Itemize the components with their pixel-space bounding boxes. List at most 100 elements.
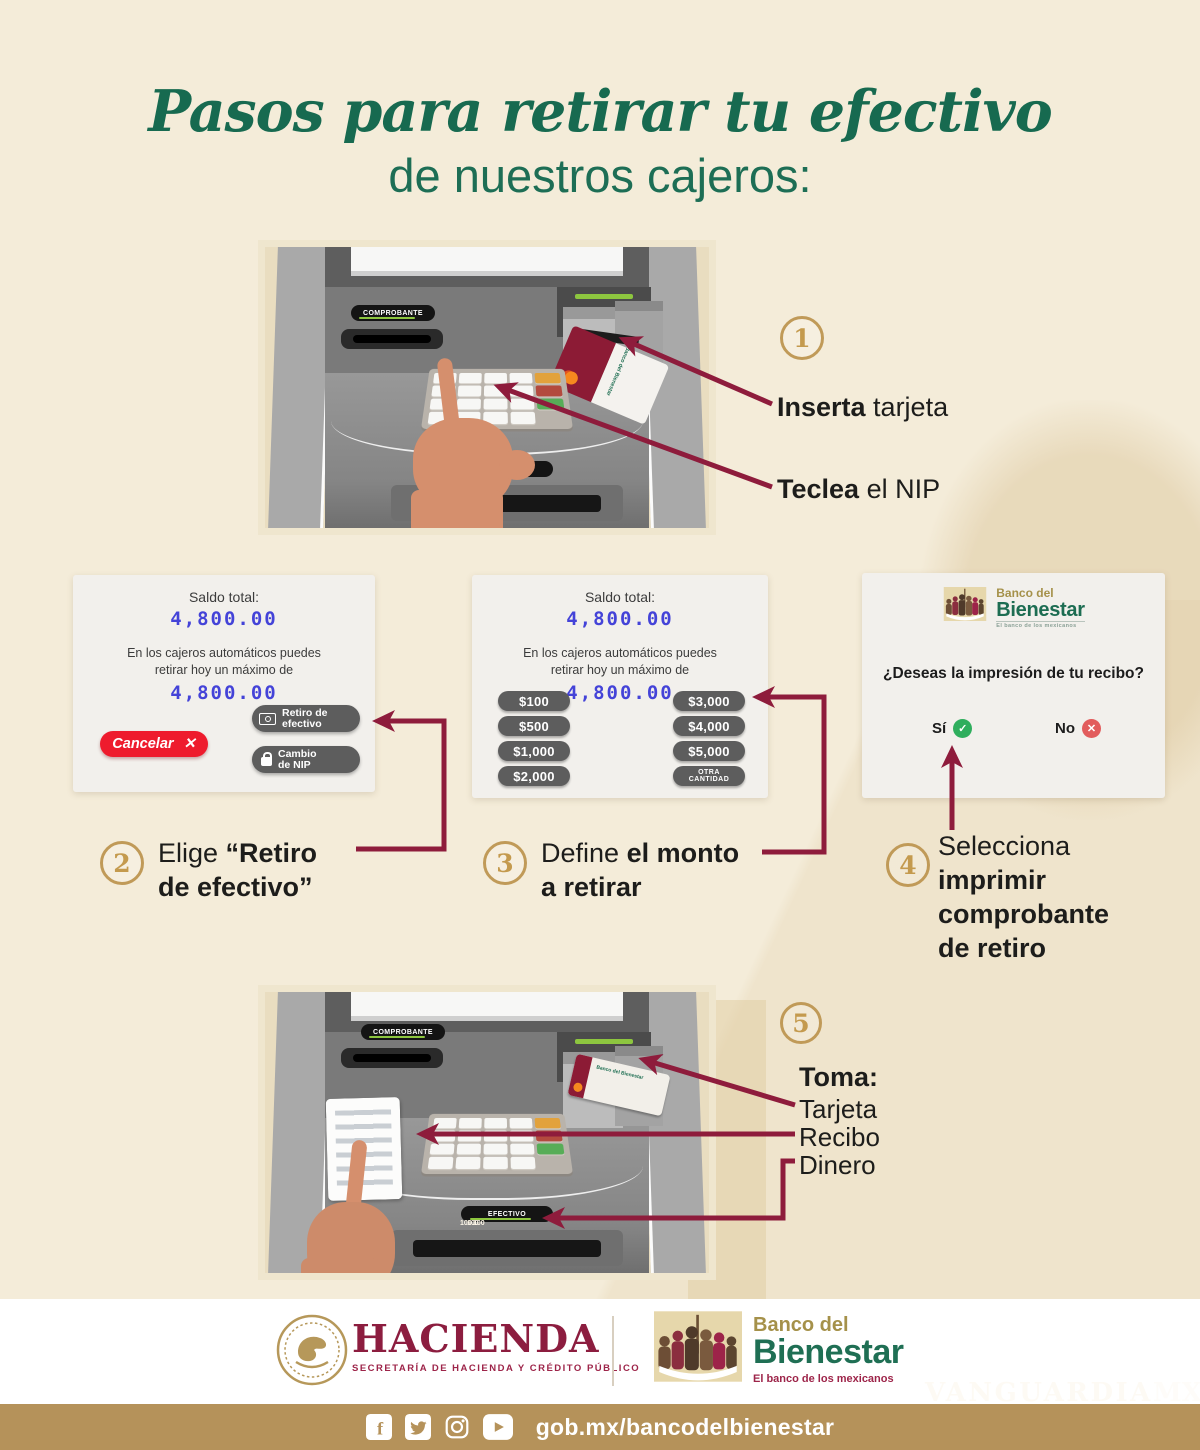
footer-band <box>0 1299 1200 1404</box>
logo-bienestar: Bienestar <box>996 599 1085 621</box>
youtube-icon[interactable] <box>482 1414 513 1440</box>
logo-banco-del: Banco del <box>996 586 1054 600</box>
footer-divider <box>612 1316 614 1386</box>
social-bar <box>0 1404 1200 1450</box>
saldo-value: 4,800.00 <box>566 608 674 630</box>
otra-cantidad-button[interactable]: OTRA CANTIDAD <box>673 766 745 786</box>
cancel-x-icon: ✕ <box>183 736 196 752</box>
step-4-number: 4 <box>886 843 930 887</box>
twitter-icon[interactable] <box>404 1414 431 1440</box>
step-5-item-recibo: Recibo <box>799 1122 880 1152</box>
cash-icon <box>259 712 276 725</box>
receipt-slot <box>341 329 443 349</box>
website-url[interactable]: gob.mx/bancodelbienestar <box>535 1413 835 1440</box>
step-5-number: 5 <box>780 1002 822 1044</box>
comprobante-label: COMPROBANTE <box>361 1024 445 1040</box>
amount-100-button[interactable]: $100 <box>498 691 570 711</box>
atm-keypad <box>421 1113 573 1174</box>
step-2-number: 2 <box>100 841 144 885</box>
saldo-value: 4,800.00 <box>170 608 278 630</box>
max-value: 4,800.00 <box>566 682 674 704</box>
amount-3000-button[interactable]: $3,000 <box>673 691 745 711</box>
hacienda-name: HACIENDA <box>352 1316 600 1361</box>
atm-illustration-top: COMPROBANTE Banco del Bienestar EFECTIVO <box>258 240 716 535</box>
amount-2000-button[interactable]: $2,000 <box>498 766 570 786</box>
atm-shelf-curve <box>331 1102 643 1200</box>
max-text-line2: retirar hoy un máximo de <box>550 663 690 677</box>
svg-text:f: f <box>377 1419 384 1439</box>
bienestar-name: Bienestar <box>753 1333 904 1371</box>
step-1-label-teclea: Teclea el NIP <box>777 474 941 504</box>
step-5-item-dinero: Dinero <box>799 1150 876 1180</box>
atm-screen-menu: Saldo total: 4,800.00 En los cajeros aut… <box>73 575 375 792</box>
page-subtitle: de nuestros cajeros: <box>388 149 812 202</box>
amount-4000-button[interactable]: $4,000 <box>673 716 745 736</box>
bienestar-mural-image <box>654 1310 742 1383</box>
atm-screen-amounts: Saldo total: 4,800.00 En los cajeros aut… <box>472 575 768 798</box>
instagram-icon[interactable] <box>444 1414 470 1440</box>
hand-pressing-keypad <box>405 352 545 528</box>
comprobante-text: COMPROBANTE <box>362 309 423 317</box>
card-reader-led <box>575 1039 633 1044</box>
keypad-green-key <box>536 1143 565 1155</box>
step-1-label-inserta: Inserta tarjeta <box>777 392 949 422</box>
step-5-title: Toma: <box>799 1062 878 1092</box>
keypad-red-key <box>535 1130 563 1142</box>
hacienda-logo: HACIENDA SECRETARÍA DE HACIENDA Y CRÉDIT… <box>352 1316 641 1375</box>
bienestar-mural-image <box>942 587 988 621</box>
lock-icon <box>261 752 272 766</box>
atm-illustration-bottom: COMPROBANTE Banco del Bienestar EFECTIVO… <box>258 985 716 1280</box>
atm-screen <box>351 992 623 1021</box>
no-label: No <box>1055 720 1075 737</box>
receipt-question: ¿Deseas la impresión de tu recibo? <box>883 665 1144 682</box>
option-yes[interactable]: Sí <box>932 719 973 738</box>
card-reader-led <box>575 294 633 299</box>
check-icon <box>953 719 973 738</box>
cancelar-label: Cancelar <box>112 736 174 752</box>
step-3-number: 3 <box>483 841 527 885</box>
cancelar-button[interactable]: Cancelar ✕ <box>100 731 208 757</box>
balance-block: Saldo total: 4,800.00 En los cajeros aut… <box>73 589 375 704</box>
hacienda-seal <box>276 1314 348 1386</box>
max-text-line1: En los cajeros automáticos puedes <box>127 646 321 660</box>
step-5-item-tarjeta: Tarjeta <box>799 1094 878 1124</box>
social-bar-content: f gob.mx/bancodelbienestar <box>0 1404 1200 1450</box>
facebook-icon[interactable]: f <box>365 1414 392 1440</box>
comprobante-text: COMPROBANTE <box>372 1028 433 1036</box>
step-1-number: 1 <box>780 316 824 360</box>
amount-1000-button[interactable]: $1,000 <box>498 741 570 761</box>
atm-side-left <box>268 247 333 528</box>
vanguardia-watermark: VANGUARDIAMX <box>925 1378 1200 1408</box>
saldo-label: Saldo total: <box>584 589 656 605</box>
amount-500-button[interactable]: $500 <box>498 716 570 736</box>
amount-5000-button[interactable]: $5,000 <box>673 741 745 761</box>
arrow-step3-monto <box>752 686 827 855</box>
cross-icon <box>1082 719 1101 738</box>
cash-slot <box>391 1230 623 1266</box>
logo-tagline: El banco de los mexicanos <box>996 621 1085 629</box>
bienestar-banco-del: Banco del <box>753 1314 849 1336</box>
hand-taking-receipt <box>289 1132 419 1273</box>
efectivo-label: EFECTIVO <box>461 1206 553 1222</box>
keypad-orange-key <box>534 1117 561 1129</box>
page-title: Pasos para retirar tu efectivo <box>148 78 1053 145</box>
max-value: 4,800.00 <box>170 682 278 704</box>
bienestar-tagline: El banco de los mexicanos <box>753 1373 894 1385</box>
receipt-slot <box>341 1048 443 1068</box>
card-brand-text: Banco del Bienestar <box>595 1064 644 1082</box>
atm-screen <box>351 247 623 276</box>
option-no[interactable]: No <box>1055 719 1101 738</box>
saldo-label: Saldo total: <box>188 589 260 605</box>
hacienda-subtitle: SECRETARÍA DE HACIENDA Y CRÉDITO PÚBLICO <box>352 1363 641 1374</box>
max-text-line2: retirar hoy un máximo de <box>154 663 294 677</box>
max-text-line1: En los cajeros automáticos puedes <box>523 646 717 660</box>
bienestar-logo: Banco del Bienestar El banco de los mexi… <box>753 1314 904 1385</box>
bienestar-logo-small: Banco del Bienestar El banco de los mexi… <box>862 587 1165 629</box>
atm-screen-receipt: Banco del Bienestar El banco de los mexi… <box>862 573 1165 798</box>
